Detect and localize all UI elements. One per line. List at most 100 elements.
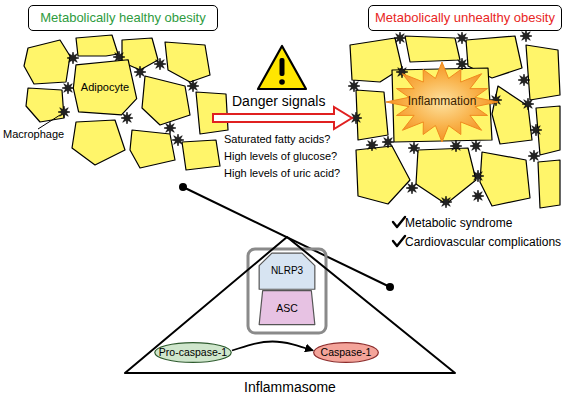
macrophage-symbol bbox=[518, 74, 530, 86]
macrophage-symbol bbox=[520, 30, 532, 42]
adipocyte-cell bbox=[356, 90, 388, 140]
macrophage-symbol bbox=[406, 182, 418, 194]
macrophage-symbol bbox=[154, 58, 166, 70]
node-label: Adipocyte bbox=[81, 81, 129, 94]
warning-sign bbox=[258, 46, 306, 89]
title-box: Metabolically unhealthy obesity bbox=[368, 5, 562, 31]
adipocyte-cell bbox=[538, 160, 560, 208]
macrophage-symbol bbox=[456, 58, 468, 70]
macrophage-symbol bbox=[456, 32, 468, 44]
unhealthy-macrophages bbox=[348, 30, 542, 208]
macrophage-symbol bbox=[382, 136, 394, 148]
macrophage-symbol bbox=[348, 80, 360, 92]
adipocyte-cell bbox=[182, 140, 220, 170]
macrophage-symbol bbox=[187, 80, 199, 92]
caspase-ellipse: Caspase-1 bbox=[313, 342, 379, 363]
adipocyte-cell bbox=[165, 42, 210, 82]
macrophage-symbol bbox=[58, 106, 70, 118]
macrophage-symbol bbox=[522, 98, 534, 110]
adipocyte-cell bbox=[480, 152, 530, 206]
inflammasome-complex-frame bbox=[248, 249, 326, 333]
node-label: Metabolically healthy obesity bbox=[40, 11, 205, 26]
adipocyte-cell bbox=[72, 120, 125, 165]
node-text-area: Metabolically healthy obesity bbox=[29, 6, 217, 30]
adipocyte-cell bbox=[526, 45, 560, 100]
adipocyte-cell bbox=[24, 40, 70, 84]
macrophage-symbol bbox=[472, 190, 484, 202]
macrophage-symbol bbox=[164, 122, 176, 134]
node-label: Pro-caspase-1 bbox=[159, 346, 227, 358]
warning-exclamation-bar bbox=[280, 58, 285, 76]
adipocyte-cell bbox=[130, 130, 175, 168]
macrophage-symbol bbox=[394, 32, 406, 44]
node-label: ASC bbox=[276, 302, 298, 314]
nlrp3-protein: NLRP3 bbox=[258, 252, 316, 290]
macrophage-symbol bbox=[67, 52, 79, 64]
adipocyte-cell bbox=[356, 146, 410, 204]
unhealthy-adipose-cluster bbox=[350, 36, 560, 208]
adipocyte-cell bbox=[76, 35, 118, 56]
macrophage-leader-line bbox=[38, 115, 60, 129]
node-shape bbox=[259, 253, 315, 289]
consequence-item: Cardiovascular complications bbox=[405, 235, 561, 249]
warning-triangle bbox=[258, 46, 306, 89]
node-shape bbox=[386, 62, 498, 142]
process-label: Danger signals bbox=[232, 93, 325, 110]
signal-question: High levels of uric acid? bbox=[224, 167, 340, 180]
adipocyte-cell bbox=[142, 76, 190, 125]
node-label: NLRP3 bbox=[271, 265, 303, 277]
beam-end-dot bbox=[386, 283, 394, 291]
macrophage-symbol bbox=[440, 196, 452, 208]
reaction-arrow bbox=[232, 342, 313, 351]
adipocyte-cell bbox=[26, 88, 64, 122]
macrophage-symbol bbox=[472, 170, 484, 182]
macrophage-symbol bbox=[490, 94, 502, 106]
node-label: Metabolically unhealthy obesity bbox=[375, 11, 555, 26]
node-shape bbox=[155, 343, 231, 363]
node-shape bbox=[259, 291, 315, 325]
title-box: Metabolically healthy obesity bbox=[28, 5, 218, 31]
signal-question: High levels of glucose? bbox=[224, 150, 337, 163]
adipocyte-cell: Adipocyte bbox=[72, 58, 138, 116]
adipocyte-cell bbox=[492, 86, 532, 144]
node-text-area: NLRP3 bbox=[258, 252, 316, 290]
check-mark bbox=[393, 236, 405, 246]
danger-signal-arrow bbox=[213, 107, 352, 129]
healthy-macrophages bbox=[58, 51, 199, 146]
inflammation-burst: Inflammation bbox=[386, 62, 498, 142]
node-text-area: Inflammation bbox=[386, 62, 498, 142]
macrophage-symbol bbox=[470, 140, 482, 152]
macrophage-symbol bbox=[62, 82, 74, 94]
node-label: Inflammation bbox=[408, 95, 477, 109]
node-shape bbox=[314, 343, 379, 363]
beam-end-dot bbox=[179, 183, 187, 191]
healthy-adipose-cluster bbox=[24, 35, 228, 170]
node-text-area: Metabolically unhealthy obesity bbox=[369, 6, 561, 30]
node-shape bbox=[125, 237, 455, 373]
macrophage-symbol bbox=[366, 139, 378, 151]
node-text-area: Inflammasome bbox=[120, 377, 460, 397]
node-label: Caspase-1 bbox=[321, 346, 372, 358]
part-name: Macrophage bbox=[3, 128, 64, 141]
procaspase-ellipse: Pro-caspase-1 bbox=[154, 342, 232, 363]
consequence-item: Metabolic syndrome bbox=[405, 216, 512, 230]
check-mark bbox=[393, 217, 405, 227]
asc-protein: ASC bbox=[258, 290, 316, 326]
node-label: Inflammasome bbox=[244, 379, 336, 395]
macrophage-symbol bbox=[408, 142, 420, 154]
signal-question: Saturated fatty acids? bbox=[224, 133, 330, 146]
macrophage-symbol bbox=[530, 124, 542, 136]
node-shape bbox=[73, 60, 136, 115]
adipocyte-cell bbox=[405, 36, 460, 62]
macrophage-symbol bbox=[172, 134, 184, 146]
inflammasome-triangle: Inflammasome NLRP3ASC Pro-caspase-1 Caspase… bbox=[120, 232, 460, 401]
macrophage-symbol bbox=[450, 140, 462, 152]
warning-exclamation-dot bbox=[279, 79, 285, 85]
node-text-area: Pro-caspase-1 bbox=[154, 342, 232, 363]
macrophage-symbol bbox=[528, 150, 540, 162]
node-text-area: Caspase-1 bbox=[313, 342, 379, 363]
node-text-area: Adipocyte bbox=[72, 58, 138, 116]
